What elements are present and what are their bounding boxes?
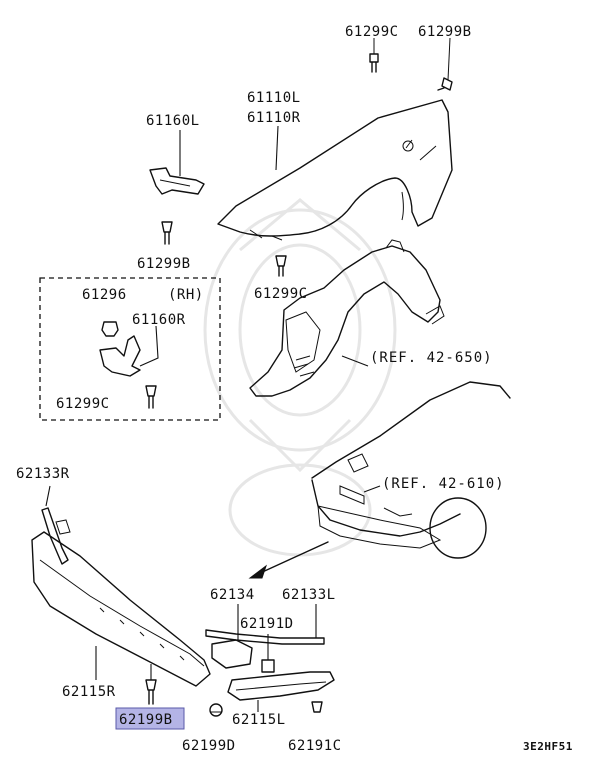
label-62133l: 62133L	[282, 587, 336, 603]
label-61299b-top: 61299B	[418, 24, 472, 40]
label-61299c-top: 61299C	[345, 24, 399, 40]
label-61160r: 61160R	[132, 312, 186, 328]
bolt-61299c-box-icon	[145, 385, 157, 409]
strip-62133l	[205, 604, 325, 645]
watermark-emblem	[203, 198, 397, 557]
bolt-61299b-top-icon	[437, 37, 453, 91]
label-62115l: 62115L	[232, 712, 286, 728]
bracket-61160r	[99, 325, 159, 377]
leader-ref-610	[363, 485, 381, 493]
label-61296: 61296	[82, 287, 127, 303]
front-fender	[217, 99, 453, 241]
label-62199d: 62199D	[182, 738, 236, 754]
car-front-bumper	[311, 381, 511, 559]
bolt-61299b-mid-icon	[161, 221, 173, 245]
label-61160l: 61160L	[146, 113, 200, 129]
label-62191d: 62191D	[240, 616, 294, 632]
label-61299b-mid: 61299B	[137, 256, 191, 272]
label-62134: 62134	[210, 587, 255, 603]
rh-detail-box	[39, 277, 221, 421]
bolt-61299c-top-icon	[369, 38, 379, 73]
highlight-62199b	[115, 707, 185, 730]
bolt-62199b-icon	[145, 664, 157, 705]
label-62191c: 62191C	[288, 738, 342, 754]
clip-62191d-icon	[261, 634, 275, 673]
spoiler-62115l	[227, 671, 335, 712]
diagram-code: 3E2HF51	[523, 740, 573, 753]
leader-ref-650	[341, 355, 369, 367]
bracket-62133r	[41, 485, 71, 565]
fender-liner	[249, 239, 445, 397]
label-ref-42-650: (REF. 42-650)	[370, 350, 493, 366]
bracket-62134	[211, 604, 253, 669]
label-62115r: 62115R	[62, 684, 116, 700]
direction-arrow-icon	[248, 541, 329, 579]
label-61299c-box: 61299C	[56, 396, 110, 412]
label-rh: (RH)	[168, 287, 204, 303]
label-61299c-mid: 61299C	[254, 286, 308, 302]
bolt-61299c-mid-icon	[275, 255, 287, 277]
bracket-61160l	[149, 130, 205, 195]
label-62133r: 62133R	[16, 466, 70, 482]
label-ref-42-610: (REF. 42-610)	[382, 476, 505, 492]
spoiler-62115r	[31, 531, 211, 687]
fastener-62199d-icon	[209, 703, 223, 717]
leader-61110	[275, 125, 279, 171]
nut-61296-icon	[101, 321, 119, 337]
clip-62191c-icon	[311, 701, 323, 713]
label-62199b: 62199B	[119, 712, 173, 728]
